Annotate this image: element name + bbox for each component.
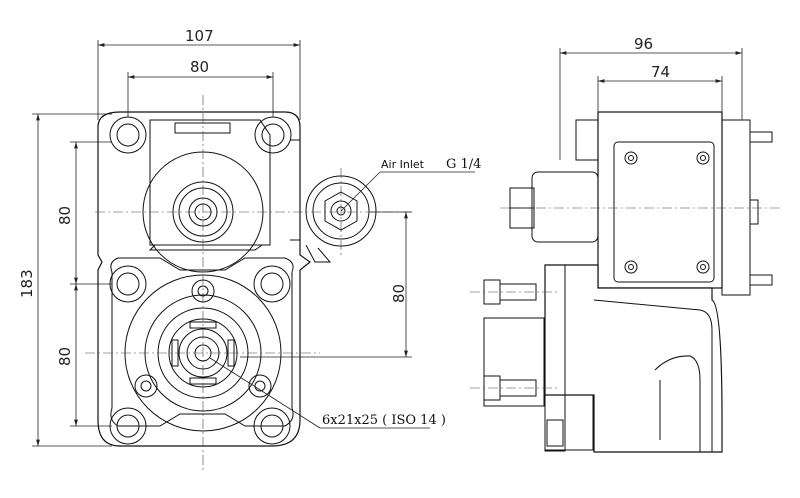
dim-overall-width: 107 xyxy=(185,27,214,45)
dim-lower-spacing: 80 xyxy=(56,347,74,366)
air-inlet-thread: G 1/4 xyxy=(446,157,481,172)
dim-overall-height: 183 xyxy=(18,269,36,298)
dim-inlet-offset: 80 xyxy=(390,284,408,303)
dim-overall-depth: 96 xyxy=(634,35,653,53)
air-inlet-label: Air Inlet xyxy=(381,158,425,171)
dim-upper-spacing: 80 xyxy=(56,206,74,225)
side-view xyxy=(470,111,780,453)
front-dimensions: 107 80 183 80 80 80 Air Inlet G 1/4 6x21… xyxy=(18,27,481,447)
dim-bolt-spacing: 80 xyxy=(190,58,209,76)
front-view xyxy=(85,95,410,470)
side-dimensions: 96 74 xyxy=(559,35,743,160)
dim-body-depth: 74 xyxy=(651,63,670,81)
shaft-spec-label: 6x21x25 ( ISO 14 ) xyxy=(322,413,446,428)
